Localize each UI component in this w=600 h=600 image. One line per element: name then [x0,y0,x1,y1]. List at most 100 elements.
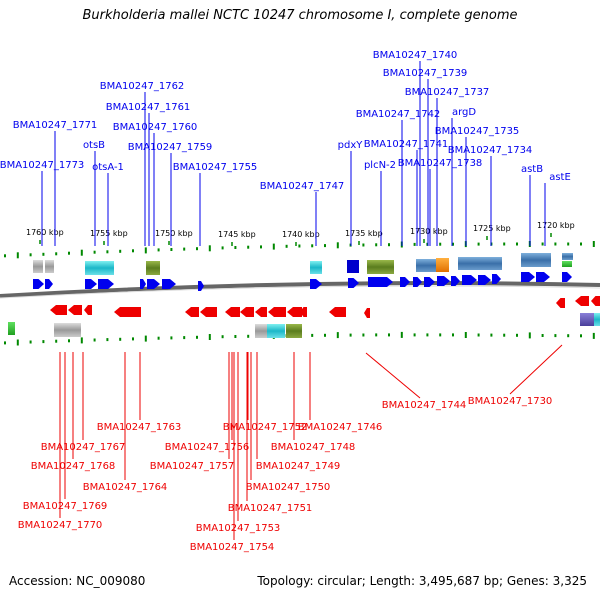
tick-dot [567,242,570,246]
forward-gene-label: BMA10247_1762 [100,81,185,92]
scale-tick-label: 1725 kbp [473,224,511,233]
reverse-gene-arrow [84,305,92,315]
tick-dot [567,334,570,338]
reverse-gene-label: BMA10247_1750 [246,482,331,493]
tick-dot [196,335,198,339]
forward-gene-arrow [562,272,572,282]
reverse-gene-label: BMA10247_1769 [23,501,108,512]
tick-dot [439,333,442,337]
tick-dot [119,337,122,341]
reverse-gene-arrow [240,307,254,317]
scale-tick-label: 1755 kbp [90,229,128,238]
feature-block [45,260,54,273]
scale-tick-label: 1730 kbp [410,227,448,236]
tick-dot [541,242,544,246]
accession-text: Accession: NC_009080 [9,574,146,588]
forward-gene-label: BMA10247_1739 [383,68,468,79]
tick-dot [592,241,595,247]
forward-gene-arrow [147,279,160,289]
reverse-gene-label: BMA10247_1770 [18,520,103,531]
tick-dot [55,339,58,343]
tick-dot [208,334,211,340]
forward-gene-label: otsB [83,140,105,151]
forward-gene-labels: BMA10247_1740BMA10247_1739BMA10247_1762B… [0,50,571,246]
forward-gene-label: BMA10247_1771 [13,120,98,131]
forward-gene-arrow [310,279,322,289]
forward-gene-arrow [424,277,435,287]
forward-gene-label: astB [521,164,543,175]
forward-gene-label: BMA10247_1740 [373,50,458,61]
tick-dot [362,243,365,247]
reverse-gene-label: BMA10247_1756 [165,442,250,453]
reverse-genes [50,296,600,318]
feature-block [562,261,572,267]
tick-dot [426,333,429,337]
forward-gene-label: BMA10247_1747 [260,181,345,192]
forward-gene-arrow [140,279,146,289]
genome-backbone [0,281,600,298]
tick-row-top [4,241,595,259]
forward-gene-arrow [198,281,204,291]
tick-dot [311,244,314,248]
tick-dot [234,246,237,249]
feature-blocks-bottom [8,313,600,338]
reverse-gene-arrow [575,296,589,306]
tick-dot [80,337,83,344]
forward-gene-label: BMA10247_1737 [405,87,490,98]
reverse-gene-label: BMA10247_1764 [83,482,168,493]
reverse-gene-label: BMA10247_1744 [382,400,467,411]
feature-block [146,261,160,275]
tick-dot [554,334,557,338]
tick-dot [554,242,557,246]
tick-dot [452,333,454,337]
tick-dot [452,242,454,246]
tick-dot [528,332,531,339]
feature-block [458,257,502,270]
tick-dot [196,247,198,251]
reverse-gene-label: BMA10247_1763 [97,422,182,433]
forward-gene-arrow [98,279,114,289]
forward-gene-arrow [368,277,393,287]
forward-gene-label: BMA10247_1735 [435,126,520,137]
tick-dot [375,333,378,337]
tick-dot [68,339,70,343]
tick-dot [234,335,237,338]
reverse-gene-label: BMA10247_1754 [190,542,275,553]
tick-dot [119,249,122,253]
tick-dot [336,242,339,249]
forward-gene-arrow [400,277,410,287]
tick-dot [580,242,582,246]
reverse-gene-label: BMA10247_1748 [271,442,356,453]
reverse-gene-arrow [300,307,307,317]
feature-block [594,313,600,326]
topology-text: Topology: circular; Length: 3,495,687 bp… [257,574,587,588]
tick-dot [157,248,160,252]
feature-block [85,261,114,275]
tick-dot [388,333,390,337]
reverse-gene-label: BMA10247_1767 [41,442,126,453]
scale-tick-label: 1740 kbp [282,230,320,239]
forward-gene-label: BMA10247_1761 [106,102,191,113]
tick-dot [157,336,160,340]
feature-block [67,323,81,337]
forward-gene-label: BMA10247_1755 [173,162,258,173]
forward-gene-label: BMA10247_1734 [448,145,533,156]
feature-block [33,260,43,273]
tick-dot [260,245,262,249]
reverse-gene-label: BMA10247_1730 [468,396,553,407]
feature-block [367,260,394,274]
reverse-gene-arrow [268,307,286,317]
reverse-gene-label: BMA10247_1751 [228,503,313,514]
forward-gene-arrow [348,278,359,288]
forward-gene-arrow [33,279,44,289]
genome-backbone-highlight [0,285,600,299]
tick-dot [541,334,544,337]
forward-gene-label: plcN-2 [364,160,396,171]
reverse-gene-label: BMA10247_1757 [150,461,235,472]
feature-block [255,324,267,338]
forward-gene-arrow [45,279,53,289]
feature-block [416,259,436,272]
tick-dot [144,247,147,254]
